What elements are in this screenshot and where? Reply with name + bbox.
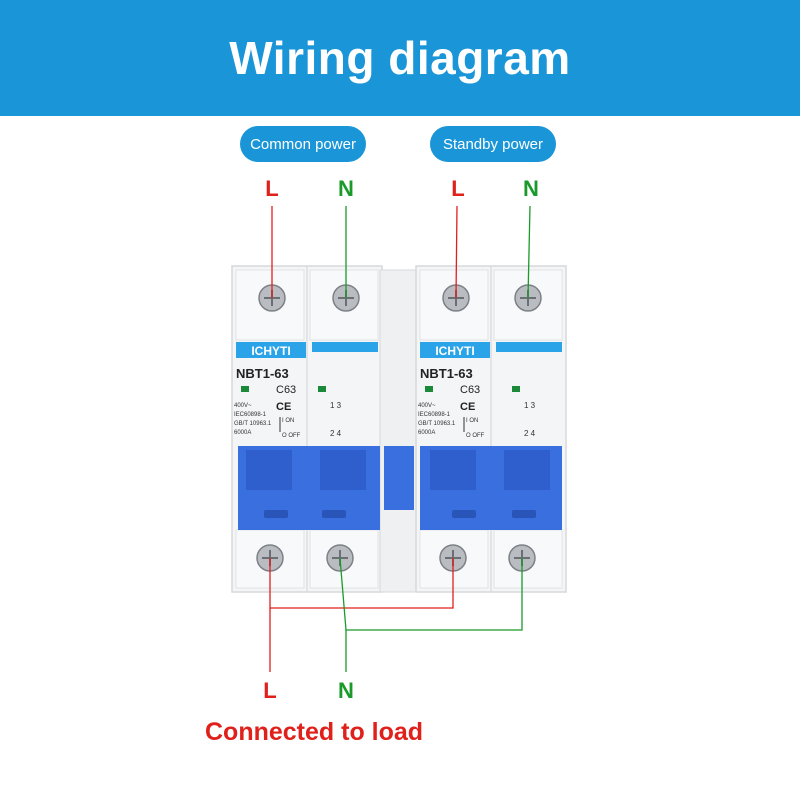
terminal-n-common: N <box>338 176 354 201</box>
brand-logo: ICHYTI <box>435 344 474 358</box>
terminal-l-common: L <box>265 176 278 201</box>
indicator-icon <box>241 386 249 392</box>
brand-strip <box>236 342 306 358</box>
contacts-top: 1 3 <box>330 401 342 410</box>
wire-load-n <box>339 557 523 672</box>
on-label: I ON <box>282 418 294 424</box>
on-label: I ON <box>466 418 478 424</box>
label-strip <box>496 342 562 352</box>
spec-line: 400V~ <box>418 403 436 409</box>
contacts-bottom: 2 4 <box>524 429 536 438</box>
load-caption: Connected to load <box>205 718 424 746</box>
terminal-l-load: L <box>263 678 276 703</box>
spec-line: IEC60898-1 <box>418 412 451 418</box>
spec-line: 6000A <box>234 430 251 436</box>
wire-top-n-standby <box>527 205 531 299</box>
spec-line: 6000A <box>418 430 435 436</box>
indicator-icon <box>512 386 520 392</box>
contacts-top: 1 3 <box>524 401 536 410</box>
spec-line: GB/T 10963.1 <box>418 421 456 427</box>
indicator-icon <box>318 386 326 392</box>
off-label: O OFF <box>466 433 485 439</box>
contacts-bottom: 2 4 <box>330 429 342 438</box>
standby-power-label: Standby power <box>430 126 556 162</box>
breaker-assembly <box>231 265 567 593</box>
terminal-n-load: N <box>338 678 354 703</box>
brand-strip <box>420 342 490 358</box>
rating-label: C63 <box>276 384 296 396</box>
label-strip <box>312 342 378 352</box>
model-label: NBT1-63 <box>236 366 289 381</box>
rating-label: C63 <box>460 384 480 396</box>
wire-top-l-standby <box>455 205 458 299</box>
off-label: O OFF <box>282 433 301 439</box>
wire-load-l <box>269 558 454 672</box>
spec-line: IEC60898-1 <box>234 412 267 418</box>
terminal-l-standby: L <box>451 176 464 201</box>
toggle-handle[interactable] <box>238 446 380 530</box>
model-label: NBT1-63 <box>420 366 473 381</box>
spec-line: GB/T 10963.1 <box>234 421 272 427</box>
ce-mark: CE <box>276 401 291 413</box>
toggle-handle[interactable] <box>420 446 562 530</box>
terminal-n-standby: N <box>523 176 539 201</box>
spec-line: 400V~ <box>234 403 252 409</box>
brand-logo: ICHYTI <box>251 344 290 358</box>
indicator-icon <box>425 386 433 392</box>
interlock-handle[interactable] <box>384 446 414 510</box>
common-power-label: Common power <box>240 126 366 162</box>
page-title: Wiring diagram <box>229 32 571 84</box>
ce-mark: CE <box>460 401 475 413</box>
header-banner: Wiring diagram <box>0 0 800 116</box>
